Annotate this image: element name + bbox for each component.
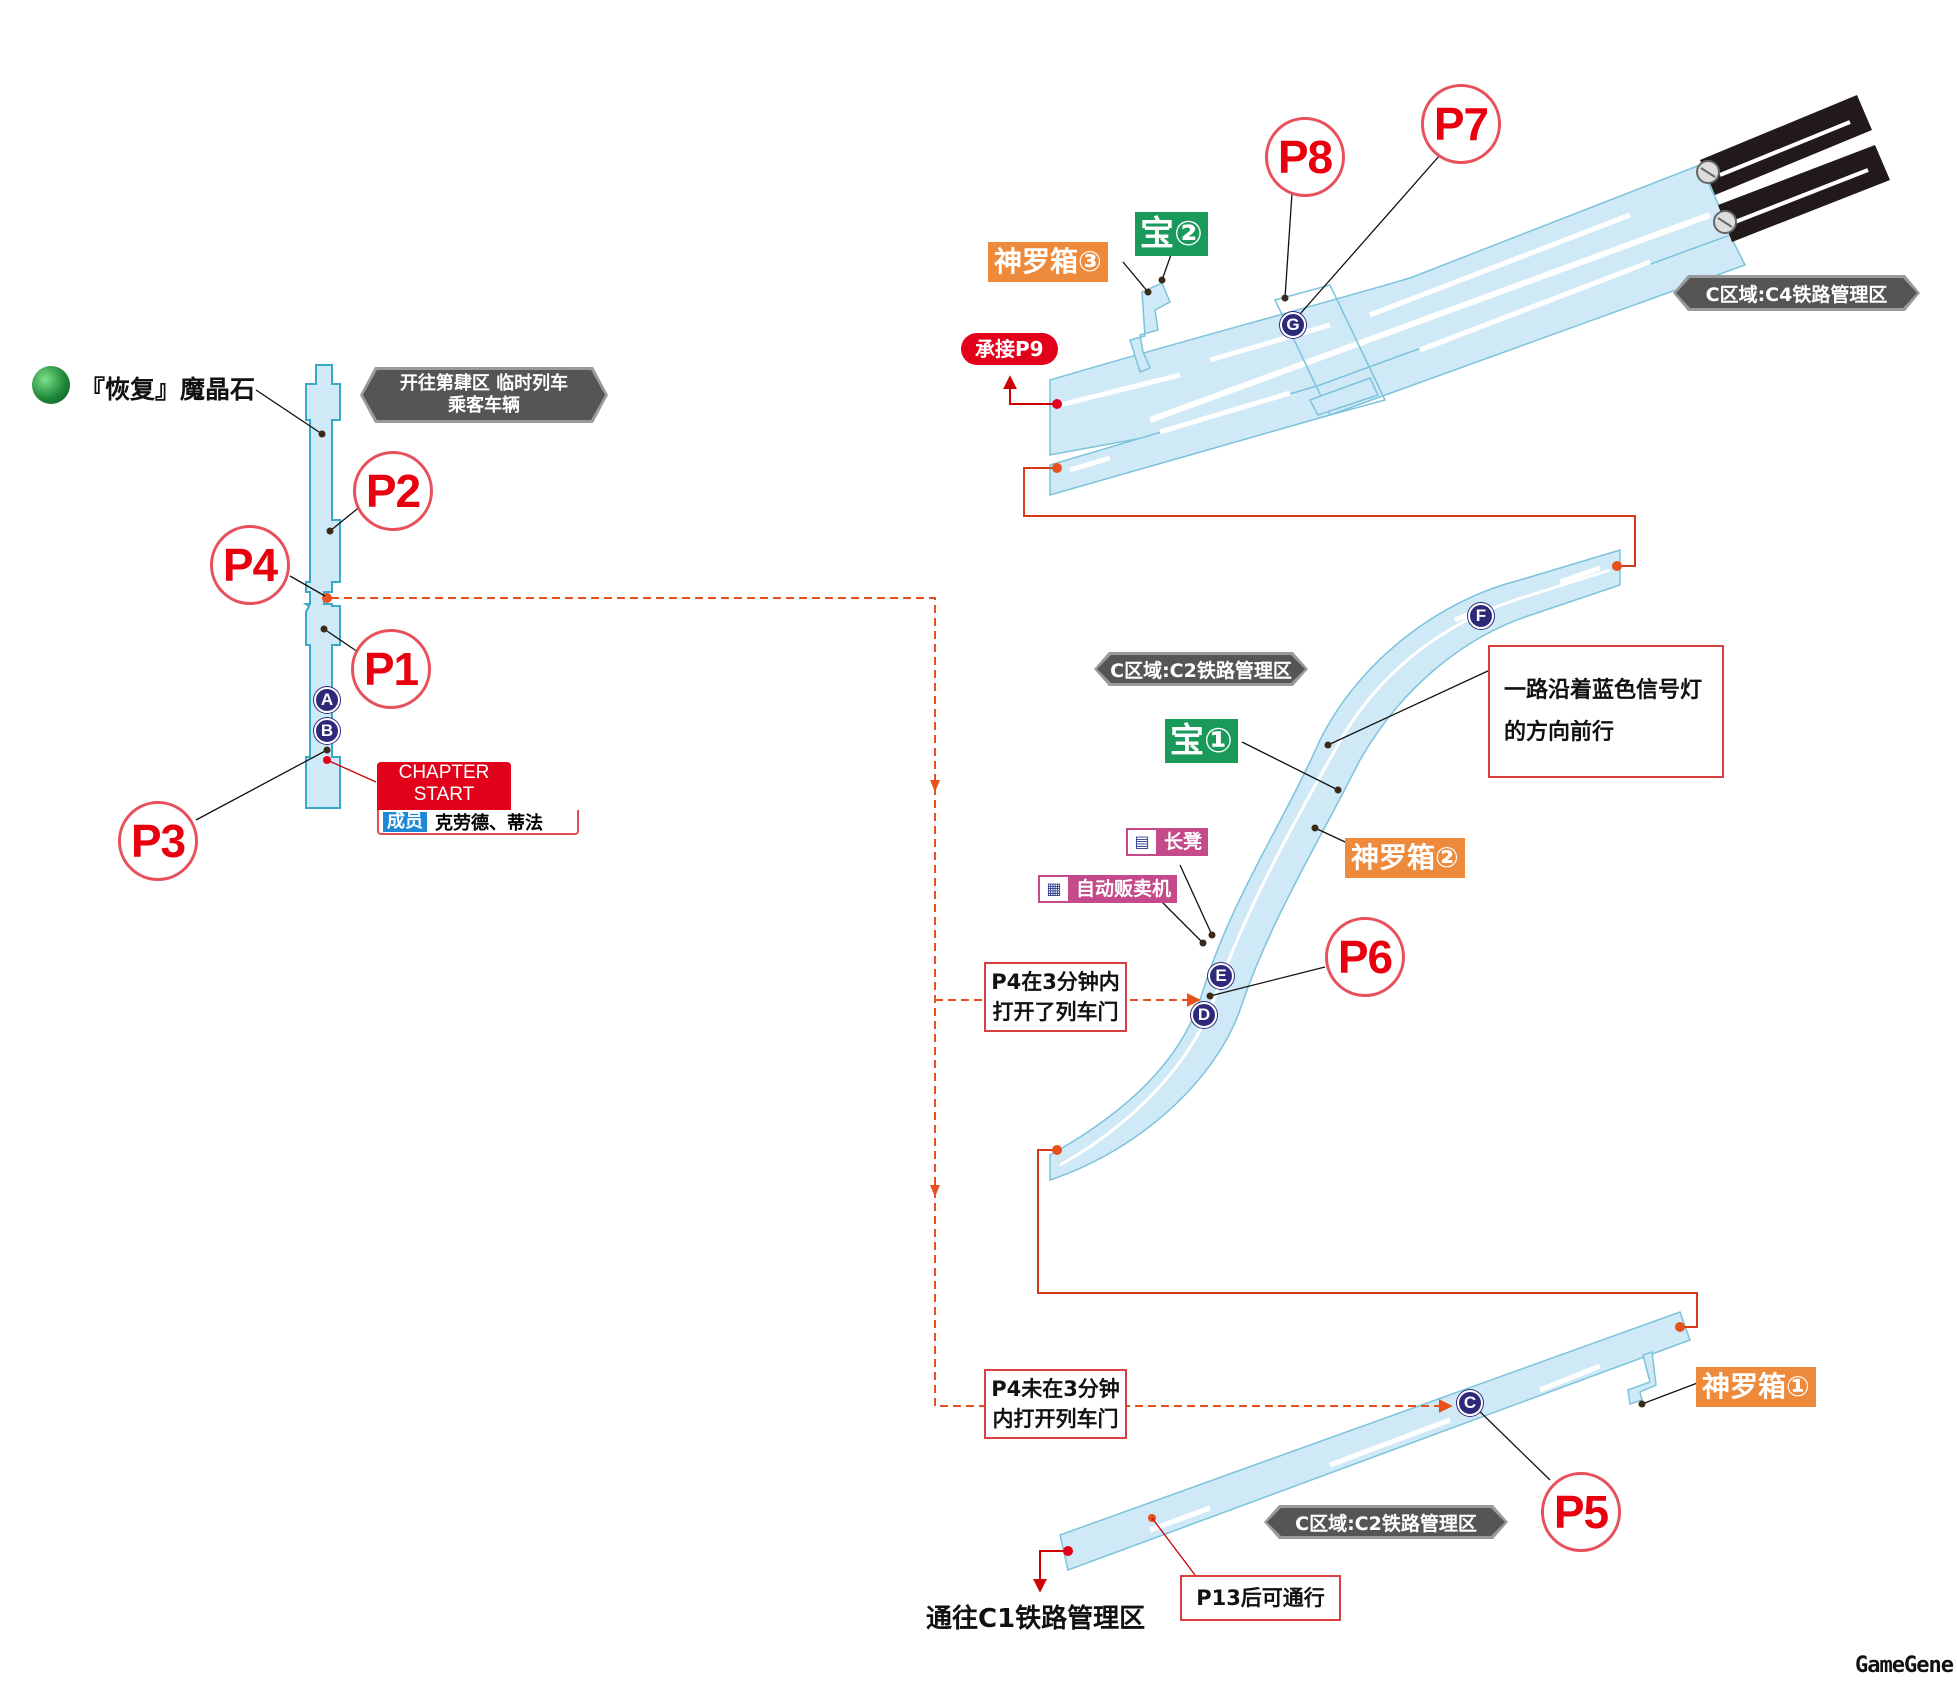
marker-e: E [1208, 963, 1234, 989]
route-connectors [1023, 467, 1698, 1328]
not-opened-in-time-note: P4未在3分钟 内打开列车门 [984, 1369, 1127, 1439]
train-zone-label: 开往第肆区 临时列车 乘客车辆 [363, 370, 605, 420]
leader-lines [195, 154, 1701, 1576]
watermark: GameGene [1855, 1653, 1954, 1678]
opened-in-time-note: P4在3分钟内 打开了列车门 [984, 962, 1127, 1032]
exit-arrow-c1 [1033, 1550, 1068, 1593]
vending-text: 自动贩卖机 [1076, 878, 1172, 900]
members-tag: 成员 [383, 811, 427, 832]
not-opened-line2: 内打开列车门 [992, 1407, 1119, 1431]
marker-a: A [314, 687, 340, 713]
bench-text: 长凳 [1164, 831, 1203, 853]
opened-line1: P4在3分钟内 [991, 970, 1120, 994]
vending-machine-icon: ▦ [1040, 877, 1068, 901]
leader-dots [318, 276, 1646, 1408]
c2-zone-upper-label: C区域:C2铁路管理区 [1097, 655, 1305, 683]
materia-label: 『恢复』魔晶石 [80, 375, 256, 404]
party-members: 成员 克劳德、蒂法 [377, 810, 579, 835]
vending-machine-label: ▦ 自动贩卖机 [1038, 875, 1178, 903]
c2-lower-track [1059, 1311, 1691, 1571]
continue-p9-label: 承接P9 [961, 333, 1058, 365]
exit-arrow-p9 [1003, 375, 1057, 405]
bench-label: ▤ 长凳 [1126, 828, 1209, 856]
shinra-box-1-label: 神罗箱① [1696, 1367, 1816, 1407]
marker-f: F [1468, 603, 1494, 629]
p4-branch-route [331, 597, 1453, 1413]
marker-d: D [1191, 1002, 1217, 1028]
point-p5: P5 [1541, 1472, 1621, 1552]
c4-zone-label: C区域:C4铁路管理区 [1676, 278, 1917, 308]
train-zone-line1: 开往第肆区 临时列车 [399, 373, 569, 394]
members-names: 克劳德、蒂法 [435, 812, 543, 834]
treasure-1-label: 宝① [1165, 719, 1238, 763]
materia-orb-icon [32, 366, 70, 404]
train-zone-line2: 乘客车辆 [448, 395, 520, 416]
point-p1: P1 [351, 629, 431, 709]
point-p4: P4 [210, 525, 290, 605]
follow-signal-line1: 一路沿着蓝色信号灯 [1504, 677, 1703, 703]
point-p6: P6 [1325, 917, 1405, 997]
point-p7: P7 [1421, 84, 1501, 164]
follow-signal-line2: 的方向前行 [1504, 719, 1615, 745]
chapter-start-line2: START [413, 784, 475, 805]
after-p13-text: P13后可通行 [1196, 1586, 1325, 1610]
c4-tracks [1049, 95, 1890, 496]
c2-zone-lower-label: C区域:C2铁路管理区 [1267, 1508, 1505, 1536]
after-p13-note: P13后可通行 [1180, 1575, 1341, 1621]
chapter-start-badge: CHAPTER START [377, 762, 511, 810]
not-opened-line1: P4未在3分钟 [991, 1377, 1120, 1401]
point-p2: P2 [353, 451, 433, 531]
follow-signal-note: 一路沿着蓝色信号灯 的方向前行 [1488, 645, 1724, 778]
marker-c: C [1457, 1390, 1483, 1416]
to-c1-label: 通往C1铁路管理区 [926, 1604, 1146, 1634]
marker-g: G [1280, 312, 1306, 338]
shinra-box-2-label: 神罗箱② [1345, 838, 1465, 878]
chapter-start-line1: CHAPTER [398, 762, 490, 783]
shinra-box-3-label: 神罗箱③ [988, 242, 1108, 282]
marker-b: B [314, 718, 340, 744]
opened-line2: 打开了列车门 [992, 1000, 1119, 1024]
point-p3: P3 [118, 801, 198, 881]
bench-icon: ▤ [1128, 830, 1156, 854]
point-p8: P8 [1265, 117, 1345, 197]
treasure-2-label: 宝② [1135, 212, 1208, 256]
